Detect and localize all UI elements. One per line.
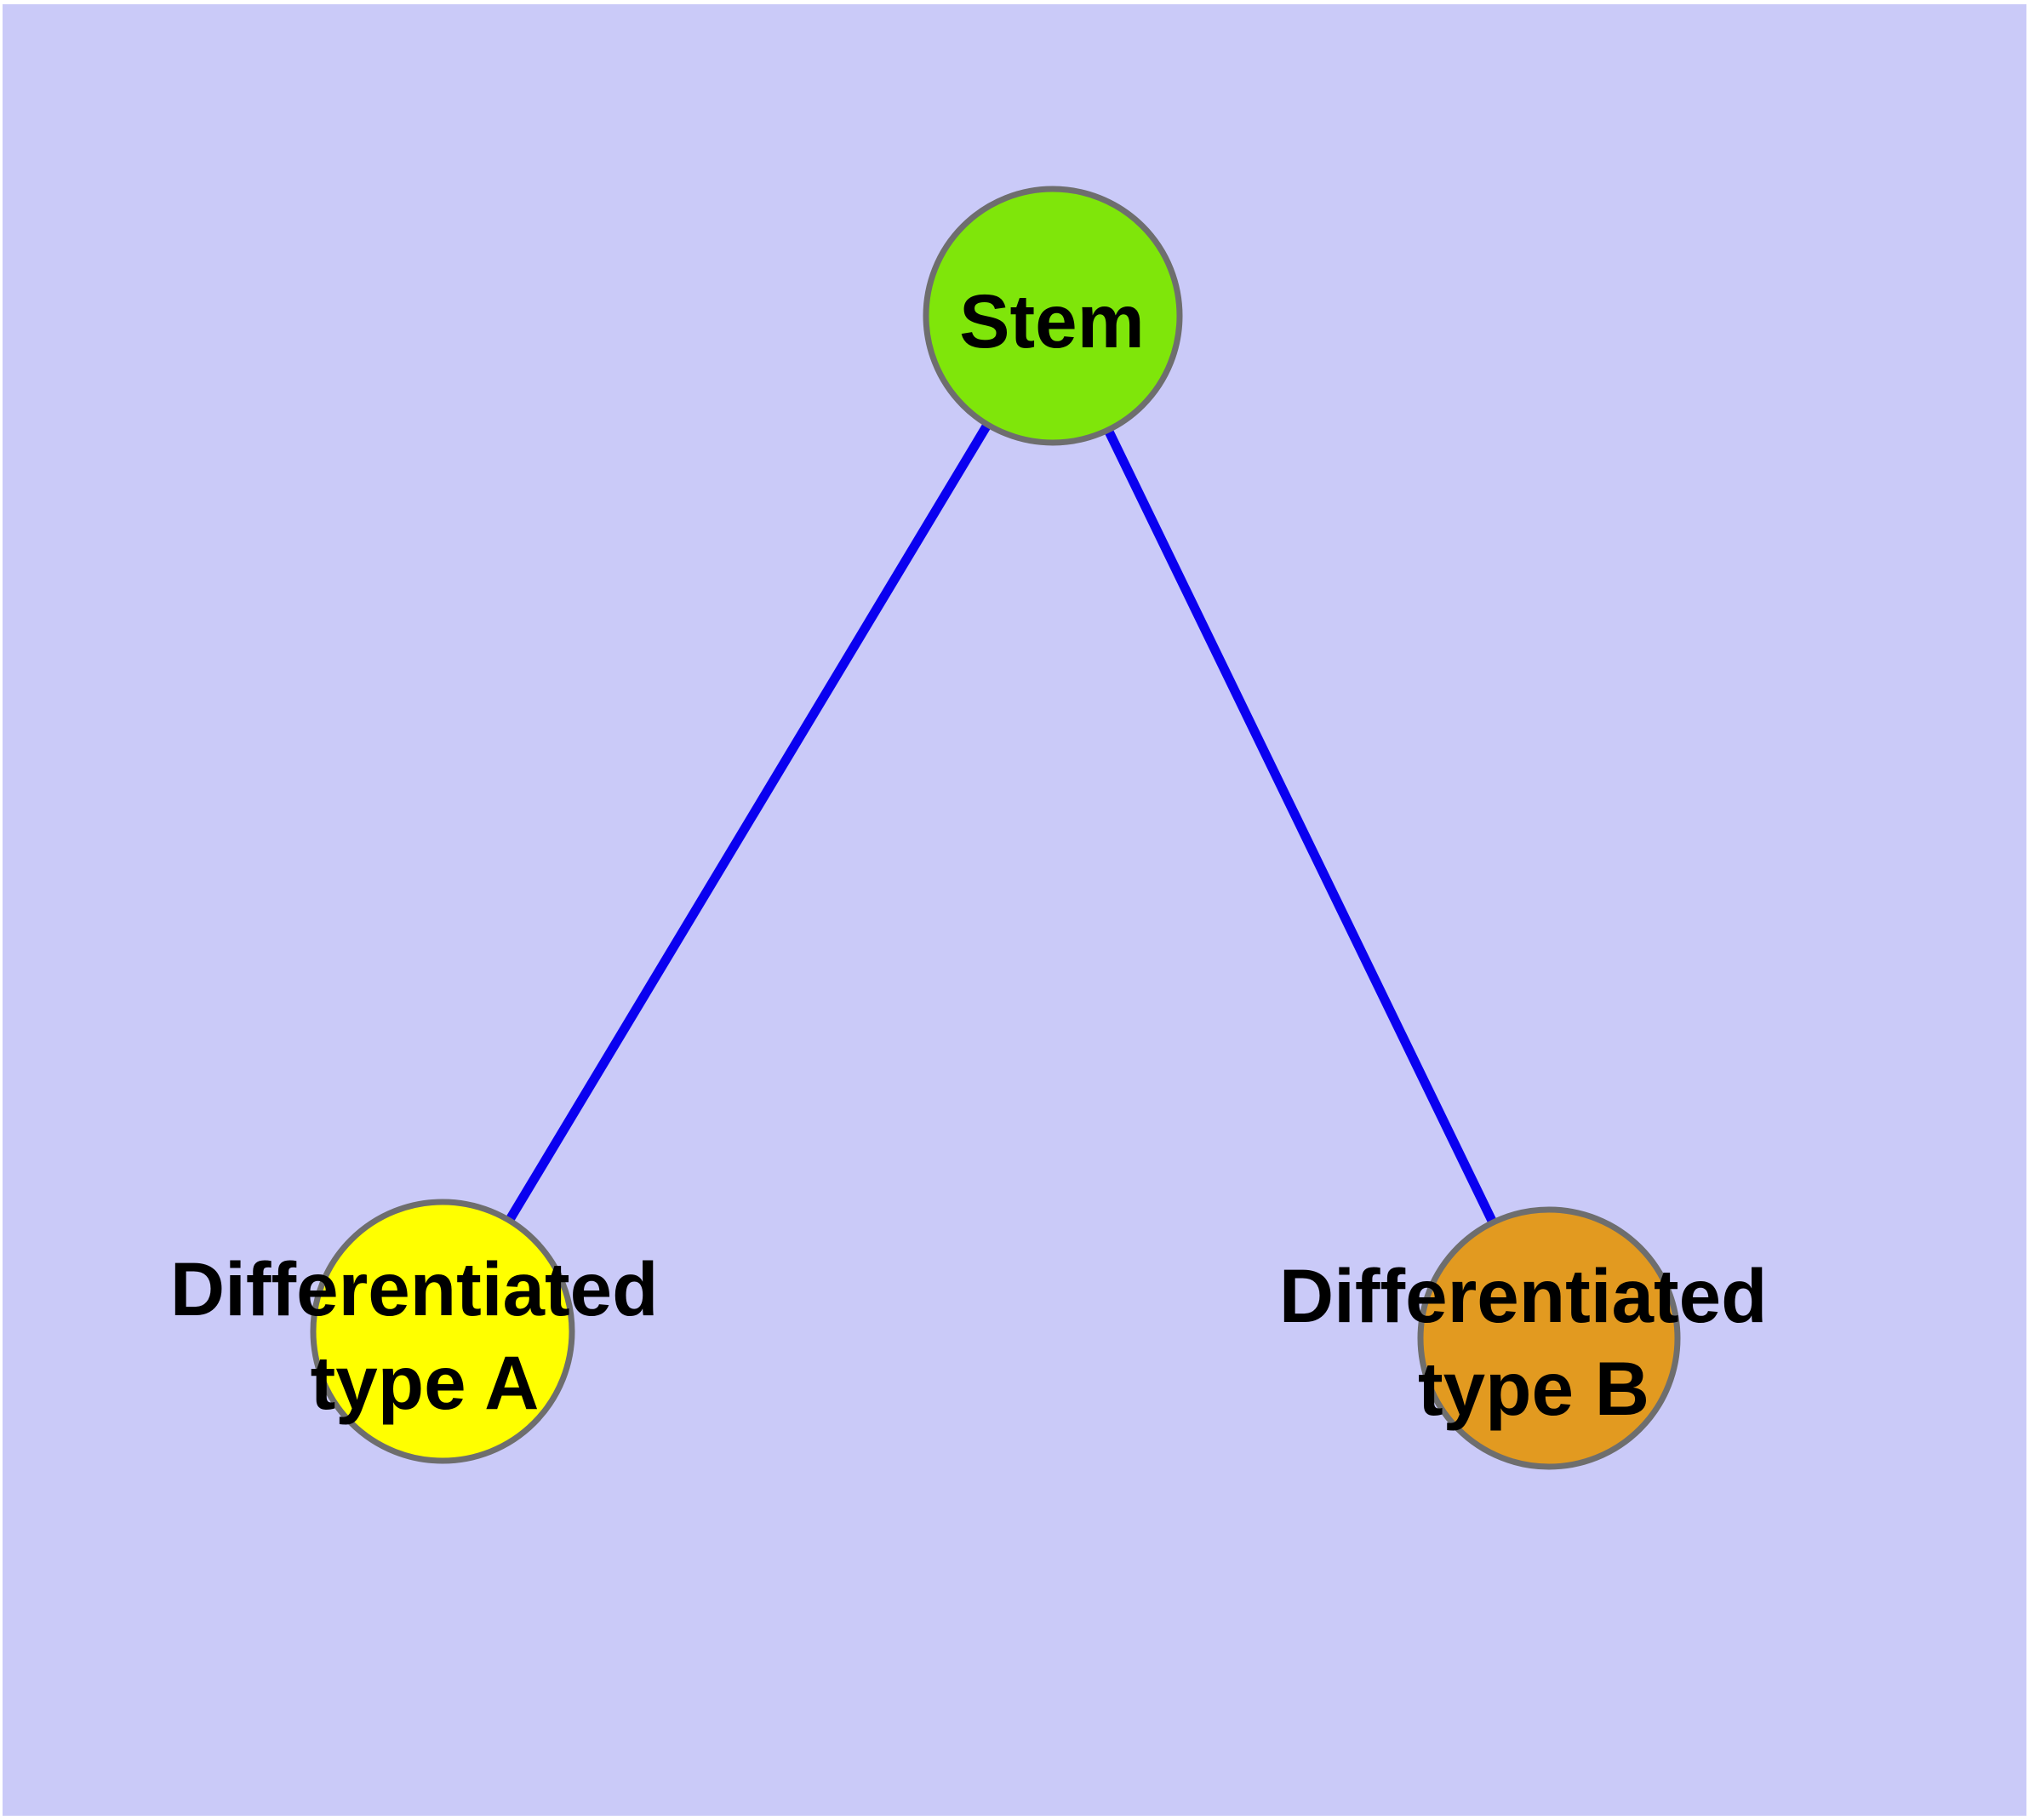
edge-stem-to-type-a [438, 313, 1057, 1334]
type-b-label-line-2: type B [1418, 1346, 1649, 1431]
type-a-label-line-1: Differentiated [170, 1246, 659, 1331]
type-b-node-label: Differentiated type B [1279, 1253, 1788, 1431]
edge-stem-to-type-b [1049, 313, 1553, 1341]
type-a-node-label: Differentiated type A [170, 1246, 679, 1425]
label-layer: Stem Differentiated type A Differentiate… [170, 278, 1788, 1431]
edge-layer [438, 313, 1553, 1341]
node-layer [310, 186, 1681, 1470]
type-b-node [1417, 1206, 1681, 1470]
type-a-node [310, 1199, 575, 1464]
type-a-label-line-2: type A [311, 1340, 540, 1425]
stem-node [923, 186, 1183, 446]
type-b-label-line-1: Differentiated [1279, 1253, 1768, 1338]
stem-node-label: Stem [959, 278, 1145, 363]
